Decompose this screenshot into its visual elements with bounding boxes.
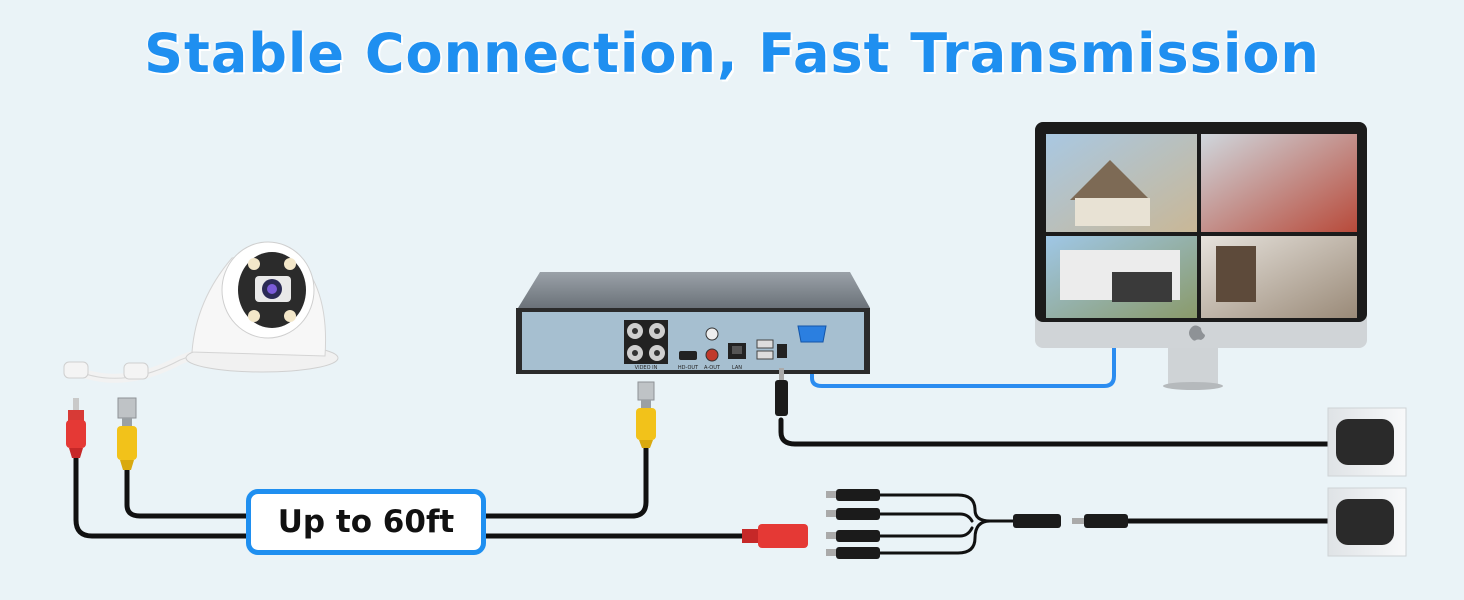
monitor-icon [1035, 122, 1367, 390]
usb-port-2 [756, 350, 774, 360]
audio-out-port [705, 348, 719, 362]
vga-port [797, 325, 827, 343]
adapter-dc-plug [1072, 514, 1128, 528]
dvr-bnc-connector [636, 381, 656, 448]
video-in-ports [624, 320, 668, 364]
dvr-recorder-icon: VIDEO IN HD-OUT A-OUT LAN [516, 272, 870, 374]
dc-female-connector [742, 524, 808, 548]
splitter-branch-2 [878, 512, 974, 523]
camera-feed-store [1201, 134, 1357, 232]
splitter-male-plug [826, 547, 880, 559]
camera-power-cable [73, 452, 763, 539]
hdmi-port [679, 351, 697, 360]
a-out-label: A-OUT [704, 365, 721, 371]
lan-label: LAN [732, 365, 742, 371]
usb-port-1 [756, 339, 774, 349]
splitter-branch-1 [878, 493, 1017, 523]
splitter-cable-icon [826, 489, 1128, 559]
splitter-male-plug [826, 489, 880, 501]
splitter-male-plug [826, 530, 880, 542]
audio-in-port [705, 327, 719, 341]
dc-in-port [777, 344, 787, 358]
page-title: Stable Connection, Fast Transmission [144, 22, 1320, 85]
splitter-branch-4 [878, 519, 992, 555]
dvr-dc-plug [775, 368, 788, 416]
splitter-branch-3 [878, 526, 974, 538]
dc-male-connector [66, 398, 86, 458]
hd-out-label: HD-OUT [678, 365, 699, 371]
apple-logo-icon [1189, 325, 1205, 341]
splitter-female-jack [1013, 514, 1061, 528]
dome-camera-icon [63, 241, 339, 383]
cables [73, 417, 1339, 555]
bnc-male-connector [117, 397, 137, 470]
power-adapter-icon [1327, 407, 1407, 477]
dvr-power-cable [778, 417, 1339, 447]
power-adapter-icon [1327, 487, 1407, 557]
cable-length-badge: Up to 60ft [246, 489, 486, 555]
splitter-male-plug [826, 508, 880, 520]
video-in-label: VIDEO IN [635, 365, 658, 371]
vga-cable [810, 342, 1116, 388]
